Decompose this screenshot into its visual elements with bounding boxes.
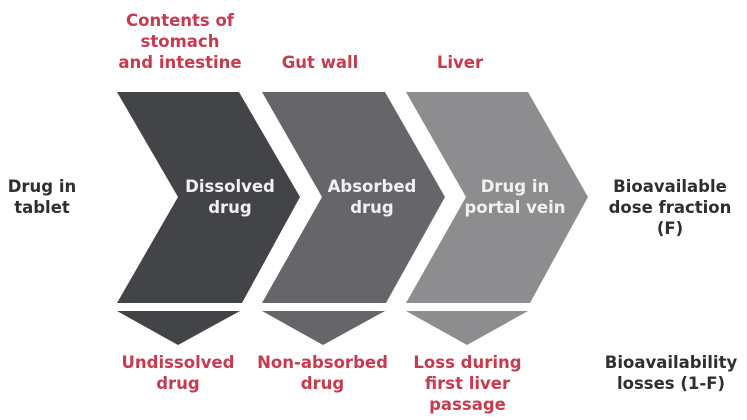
loss-line: Non-absorbed [257,353,388,372]
output-line: dose fraction [608,198,732,217]
location-label-gut-wall: Gut wall [255,52,385,73]
loss-label-first-pass: Loss during first liver passage [390,352,545,415]
location-line: Gut wall [281,53,359,72]
loss-label-non-absorbed: Non-absorbed drug [245,352,400,394]
losses-label-bioavailability-losses: Bioavailability losses (1-F) [596,352,746,394]
stage-chevron-portal-vein [406,92,588,303]
loss-arrow-undissolved [117,311,240,345]
stage-chevron-dissolved [117,92,300,303]
location-label-stomach-intestine: Contents of stomach and intestine [110,10,250,73]
state-label-portal-vein: Drug in portal vein [460,176,570,218]
state-label-dissolved: Dissolved drug [180,176,280,218]
state-line: Absorbed [327,177,417,196]
state-line: drug [350,198,394,217]
loss-line: drug [300,374,345,393]
state-line: Drug in [480,177,550,196]
loss-label-undissolved: Undissolved drug [108,352,248,394]
loss-arrow-non-absorbed [262,311,385,345]
input-line: tablet [14,198,70,217]
output-line: Bioavailable [613,177,727,196]
location-line: Contents of [126,11,234,30]
loss-line: drug [156,374,200,393]
loss-arrow-first-pass [406,311,528,345]
stage-chevron-absorbed [262,92,445,303]
location-label-liver: Liver [410,52,510,73]
state-line: portal vein [464,198,566,217]
losses-line: losses (1-F) [616,374,726,393]
output-label-bioavailable-fraction: Bioavailable dose fraction (F) [600,176,740,239]
loss-line: Undissolved [121,353,235,372]
output-line: (F) [656,219,684,238]
loss-line: Loss during [413,353,522,372]
state-line: drug [208,198,252,217]
losses-line: Bioavailability [604,353,738,372]
state-line: Dissolved [185,177,275,196]
input-label-drug-in-tablet: Drug in tablet [0,176,84,218]
state-label-absorbed: Absorbed drug [322,176,422,218]
location-line: and intestine [118,53,242,72]
location-line: Liver [436,53,484,72]
loss-line: first liver passage [424,374,511,414]
location-line: stomach [140,32,220,51]
input-line: Drug in [7,177,77,196]
